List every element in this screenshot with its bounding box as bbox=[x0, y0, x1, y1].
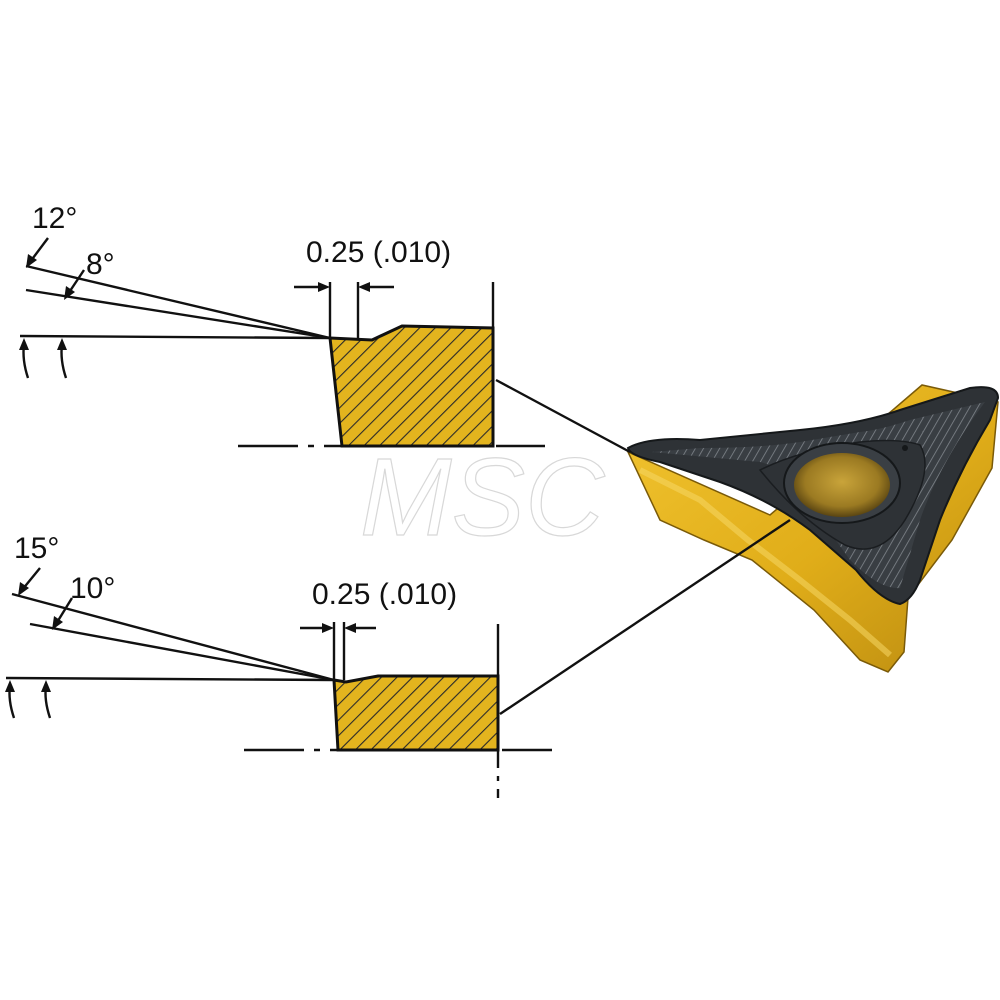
upper-outer-angle-label: 12° bbox=[32, 202, 77, 235]
upper-section-leader-line bbox=[495, 378, 631, 454]
upper-rake-line-outer bbox=[25, 264, 331, 340]
upper-section-profile bbox=[328, 324, 495, 448]
lower-section-view bbox=[5, 567, 552, 798]
lower-rake-line-outer bbox=[11, 592, 335, 682]
lower-inner-angle-label: 10° bbox=[70, 572, 115, 605]
lower-outer-angle-label: 15° bbox=[14, 532, 59, 565]
lower-reference-line bbox=[5, 676, 335, 682]
upper-land-width-label: 0.25 (.010) bbox=[306, 236, 451, 269]
triangular-insert-illustration bbox=[626, 384, 1000, 673]
upper-inner-angle-label: 8° bbox=[86, 248, 115, 281]
lower-rake-line-inner bbox=[29, 622, 335, 682]
lower-land-width-label: 0.25 (.010) bbox=[312, 578, 457, 611]
lower-section-leader-line bbox=[499, 519, 791, 715]
watermark: MSC bbox=[360, 436, 606, 559]
upper-rake-line-inner bbox=[25, 288, 331, 340]
upper-section-view bbox=[19, 237, 545, 448]
upper-reference-line bbox=[19, 334, 331, 340]
insert-center-hole bbox=[794, 453, 890, 517]
lower-section-profile bbox=[332, 674, 500, 752]
